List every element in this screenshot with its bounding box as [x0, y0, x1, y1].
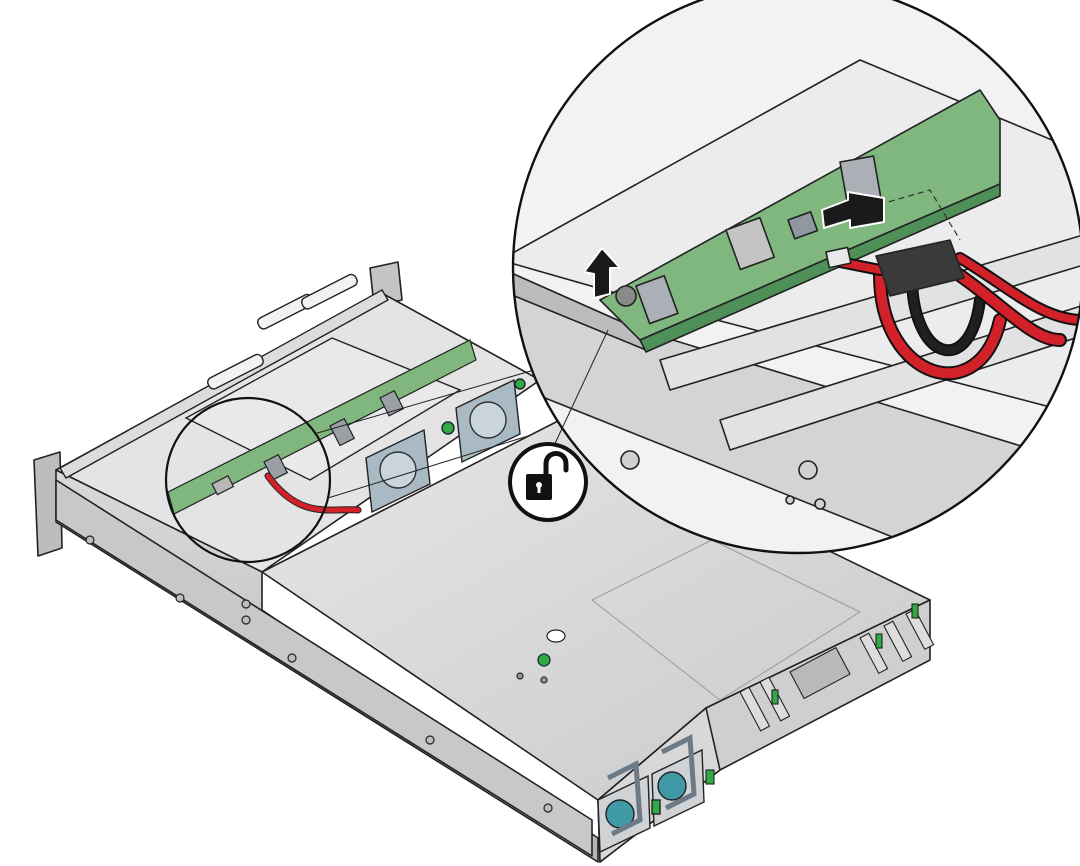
arrow-up-icon: [583, 247, 621, 299]
unlock-leader-line: [551, 329, 609, 451]
front-left-ear: [33, 451, 63, 557]
fan-latch-green: [441, 421, 455, 435]
leader-line-top: [313, 369, 535, 435]
fan-modules: [365, 378, 526, 514]
rear-io-ports: [705, 603, 935, 785]
zoom-power-connector: [635, 274, 679, 325]
cover-release-button: [516, 629, 566, 684]
zoom-circle-border: [511, 0, 1080, 555]
zoom-cable-sleeve: [875, 239, 965, 297]
power-supplies: [597, 734, 705, 854]
zoom-detail: [511, 0, 1080, 555]
side-screws: [85, 535, 553, 813]
leader-line-bottom: [327, 435, 529, 499]
arrow-left-icon: [821, 191, 885, 229]
detail-highlight-circle: [164, 396, 332, 564]
unlock-icon: [508, 442, 588, 522]
chassis-side-panel: [55, 479, 593, 857]
sata-cable-small: [264, 472, 362, 514]
